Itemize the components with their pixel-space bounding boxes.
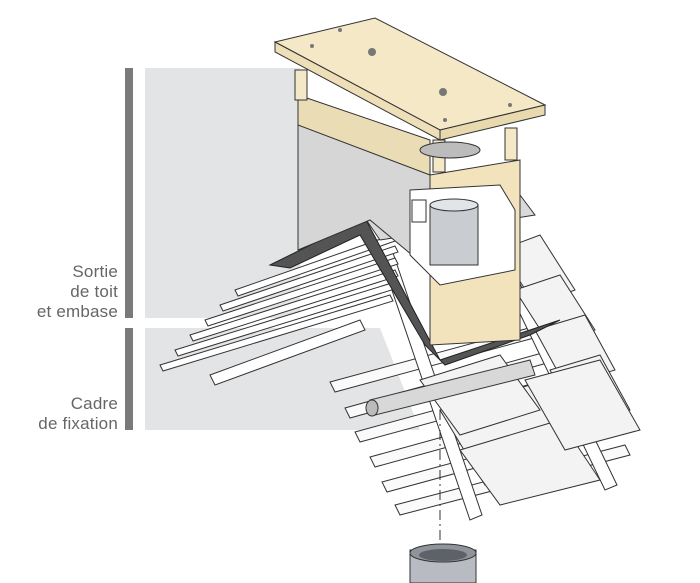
label-roof-outlet-line-1: Sortie [72, 262, 118, 281]
cap-screws [310, 28, 512, 122]
label-roof-outlet-line-2: de toit [70, 282, 118, 301]
inner-flue-top [429, 198, 479, 212]
chimney-cap-side [274, 41, 441, 141]
label-roof-outlet: Sortie de toit et embase [37, 262, 118, 322]
fixing-frame-tube [365, 359, 536, 417]
roof-slates [419, 234, 641, 506]
label-fixing-frame: Cadre de fixation [38, 394, 118, 434]
flue-pipe [409, 543, 477, 583]
label-fixing-frame-line-2: de fixation [38, 414, 118, 433]
flue-bracket [411, 199, 427, 223]
label-fixing-frame-line-1: Cadre [70, 394, 118, 413]
band-roof-outlet [145, 68, 300, 318]
chimney-side [297, 94, 431, 176]
cap-spacer [419, 141, 481, 159]
bracket-roof-outlet [125, 68, 133, 318]
fixing-frame-battens [159, 233, 399, 386]
flashing-plate [268, 217, 561, 366]
label-roof-outlet-line-3: et embase [36, 302, 118, 321]
bracket-fixing-frame [125, 328, 133, 430]
inner-flue [429, 204, 479, 266]
